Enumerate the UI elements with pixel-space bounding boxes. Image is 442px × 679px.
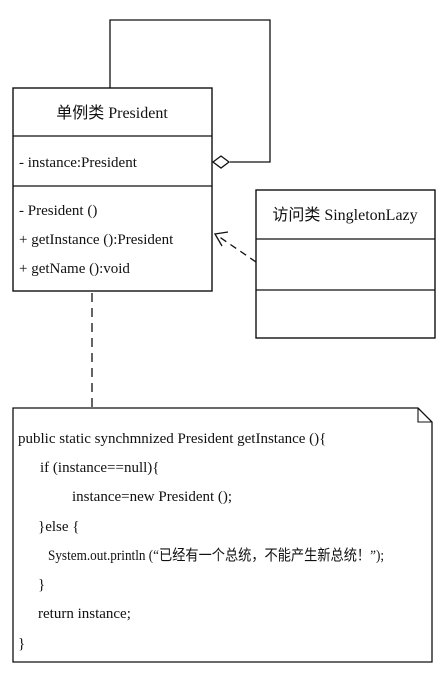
note-line-7: return instance; (38, 606, 131, 622)
president-class-title: 单例类 President (56, 104, 168, 122)
note-line-8: } (18, 636, 25, 652)
singleton-lazy-class-title: 访问类 SingletonLazy (272, 206, 417, 224)
note-line-3: instance=new President (); (72, 489, 232, 505)
note-line-6: } (38, 577, 45, 593)
note-line-2: if (instance==null){ (40, 460, 160, 476)
aggregation-diamond-icon (211, 155, 231, 169)
singleton-lazy-class-box: 访问类 SingletonLazy (255, 189, 436, 339)
president-method-constructor: - President () (19, 203, 97, 219)
president-class-box: 单例类 President - instance:President - Pre… (12, 87, 213, 292)
note-line-4: }else { (38, 519, 79, 535)
self-aggregation-association (109, 19, 271, 169)
code-note: public static synchmnized President getI… (12, 407, 433, 663)
note-line-1: public static synchmnized President getI… (18, 431, 326, 447)
president-attribute-instance: - instance:President (19, 155, 138, 171)
note-line-5: System.out.println (“已经有一个总统，不能产生新总统！”); (48, 547, 384, 564)
dependency-arrow (213, 231, 257, 263)
president-method-get-name: + getName ():void (19, 261, 130, 277)
president-method-get-instance: + getInstance ():President (19, 232, 174, 248)
folded-corner-icon (417, 408, 432, 423)
open-arrowhead-icon (213, 231, 229, 247)
